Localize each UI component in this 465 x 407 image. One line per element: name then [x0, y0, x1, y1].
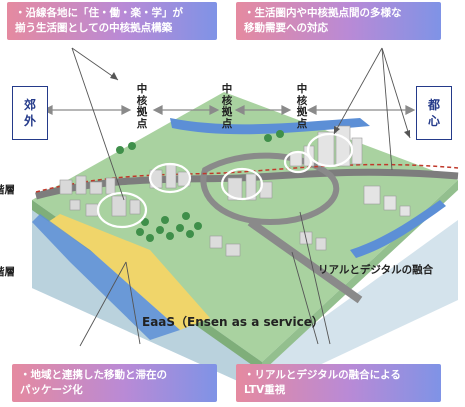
river-right	[350, 200, 446, 258]
callout-top-right: ・生活圏内や中核拠点間の多様な 移動需要への対応	[236, 2, 441, 40]
beach	[48, 214, 210, 330]
callout-bottom-left-line1: ・地域と連携した移動と滞在の	[20, 369, 167, 381]
callout-top-right-line1: ・生活圏内や中核拠点間の多様な	[244, 7, 402, 19]
hub-label-3: 中 核 拠 点	[294, 83, 310, 130]
callout-bottom-right-line1: ・リアルとデジタルの融合による	[244, 369, 401, 381]
hub-label-3-char4: 点	[296, 117, 308, 130]
hub-label-1-char3: 拠	[136, 106, 148, 118]
digital-layer	[32, 200, 458, 392]
city-center-box-char2: 心	[427, 114, 440, 128]
hub-label-2: 中 核 拠 点	[219, 83, 235, 130]
hub-label-2-char2: 核	[221, 94, 233, 107]
city-center-box: 都 心	[416, 86, 452, 140]
suburb-box-char1: 郊	[23, 98, 36, 112]
hub-label-3-char1: 中	[296, 83, 308, 95]
callout-top-left: ・沿線各地に「住・働・楽・学」が 揃う生活圏としての中核拠点構築	[7, 2, 217, 40]
sea-band	[32, 214, 180, 340]
suburb-box: 郊 外	[12, 86, 48, 140]
road-ring	[200, 152, 340, 226]
suburb-box-char2: 外	[23, 114, 36, 128]
layer-label-lower: 階層	[0, 266, 15, 278]
zone-arrows	[42, 105, 416, 115]
hub-label-1-char2: 核	[136, 94, 148, 107]
ground-plane	[32, 92, 458, 362]
eaas-label: EaaS（Ensen as a service）	[142, 315, 324, 329]
callout-bottom-right-line2: LTV重視	[244, 384, 286, 396]
hub-label-2-char3: 拠	[221, 106, 233, 118]
hub-label-1: 中 核 拠 点	[134, 83, 150, 130]
leader-arrowheads	[110, 72, 410, 138]
rail-line	[35, 163, 459, 193]
hub-label-2-char1: 中	[221, 83, 233, 95]
river	[170, 118, 370, 135]
road-diagonal	[247, 218, 363, 304]
callout-top-left-line1: ・沿線各地に「住・働・楽・学」が	[15, 7, 183, 19]
layer-label-upper: 階層	[0, 184, 15, 196]
callout-bottom-left-line2: パッケージ化	[20, 384, 83, 396]
trees	[116, 130, 284, 242]
callout-bottom-left: ・地域と連携した移動と滞在の パッケージ化	[12, 364, 217, 402]
hub-label-3-char3: 拠	[296, 106, 308, 118]
real-digital-label: リアルとデジタルの融合	[318, 264, 434, 276]
hub-label-3-char2: 核	[296, 94, 308, 107]
callout-top-right-line2: 移動需要への対応	[244, 22, 328, 34]
callout-bottom-right: ・リアルとデジタルの融合による LTV重視	[236, 364, 441, 402]
hub-label-1-char1: 中	[136, 83, 148, 95]
hub-label-1-char4: 点	[136, 117, 148, 130]
buildings-left	[59, 175, 141, 217]
callout-leaders	[71, 47, 411, 347]
hub-rings	[96, 132, 354, 229]
callout-top-left-line2: 揃う生活圏としての中核拠点構築	[15, 22, 173, 34]
hub-label-2-char4: 点	[221, 117, 233, 130]
city-center-box-char1: 都	[427, 98, 440, 112]
